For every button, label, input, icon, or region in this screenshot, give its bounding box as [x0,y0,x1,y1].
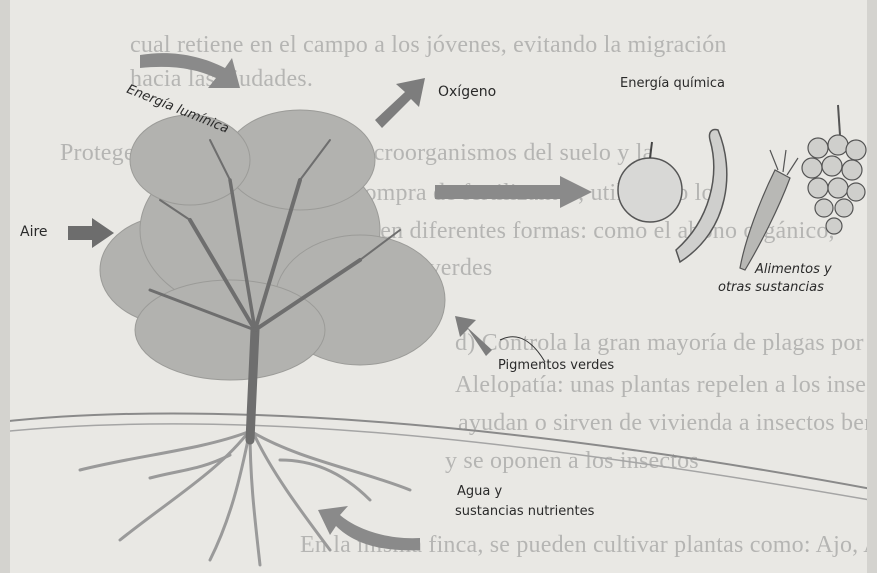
banana-icon [676,129,727,262]
air-label: Aire [20,224,48,240]
oxygen-arrow [375,78,425,128]
ground-line [0,424,870,500]
air-arrow [68,218,114,248]
light-energy-arrow [140,53,240,88]
carrot-icon [740,150,798,270]
nutrients-label: sustancias nutrientes [455,504,594,519]
green-pigments-label: Pigmentos verdes [498,358,614,373]
page-edge [0,0,10,573]
tree-roots [80,430,410,565]
page-edge [867,0,877,573]
chemical-energy-arrow [435,176,592,208]
green-pigments-arrow [455,316,492,356]
orange-icon [618,142,682,222]
water-arrow [318,506,420,550]
tree-foliage [100,110,445,380]
food-label: Alimentos y [755,262,832,277]
other-substances-label: otras sustancias [718,280,824,295]
grapes-icon [802,105,866,234]
water-label: Agua y [457,484,502,499]
chemical-energy-label: Energía química [620,76,725,91]
oxygen-label: Oxígeno [438,84,496,100]
